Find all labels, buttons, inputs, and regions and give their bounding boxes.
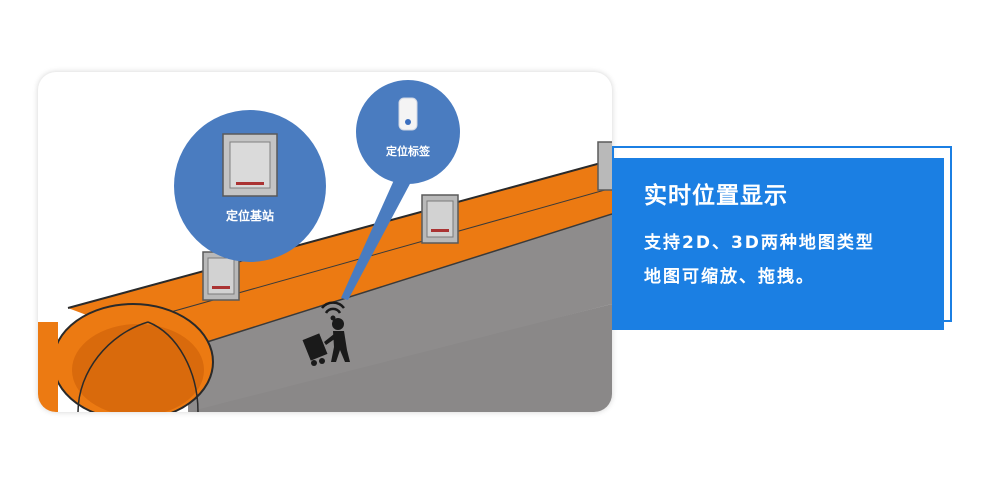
worker-with-cart-icon: [302, 318, 350, 366]
pipe-gray-side: [188, 212, 612, 412]
info-desc-line2: 地图可缩放、拖拽。: [644, 267, 815, 287]
station-callout-label: 定位基站: [226, 208, 274, 223]
info-panel: 实时位置显示 支持2D、3D两种地图类型 地图可缩放、拖拽。: [612, 158, 944, 330]
pipeline-illustration: 定位基站 定位标签: [38, 80, 612, 412]
station-box-icon: [597, 141, 612, 191]
station-callout: 定位基站: [174, 110, 326, 262]
tag-callout: 定位标签: [341, 80, 460, 300]
info-title: 实时位置显示: [644, 183, 788, 209]
tag-callout-label: 定位标签: [386, 144, 431, 158]
illustration-card: 定位基站 定位标签: [38, 72, 612, 412]
tag-device-icon: [398, 97, 418, 131]
pipe-orange-top: [68, 160, 612, 348]
station-box-icon: [421, 194, 459, 244]
station-box-icon: [222, 133, 278, 197]
info-desc-line1: 支持2D、3D两种地图类型: [644, 233, 875, 253]
wifi-signal-icon: [321, 301, 345, 321]
